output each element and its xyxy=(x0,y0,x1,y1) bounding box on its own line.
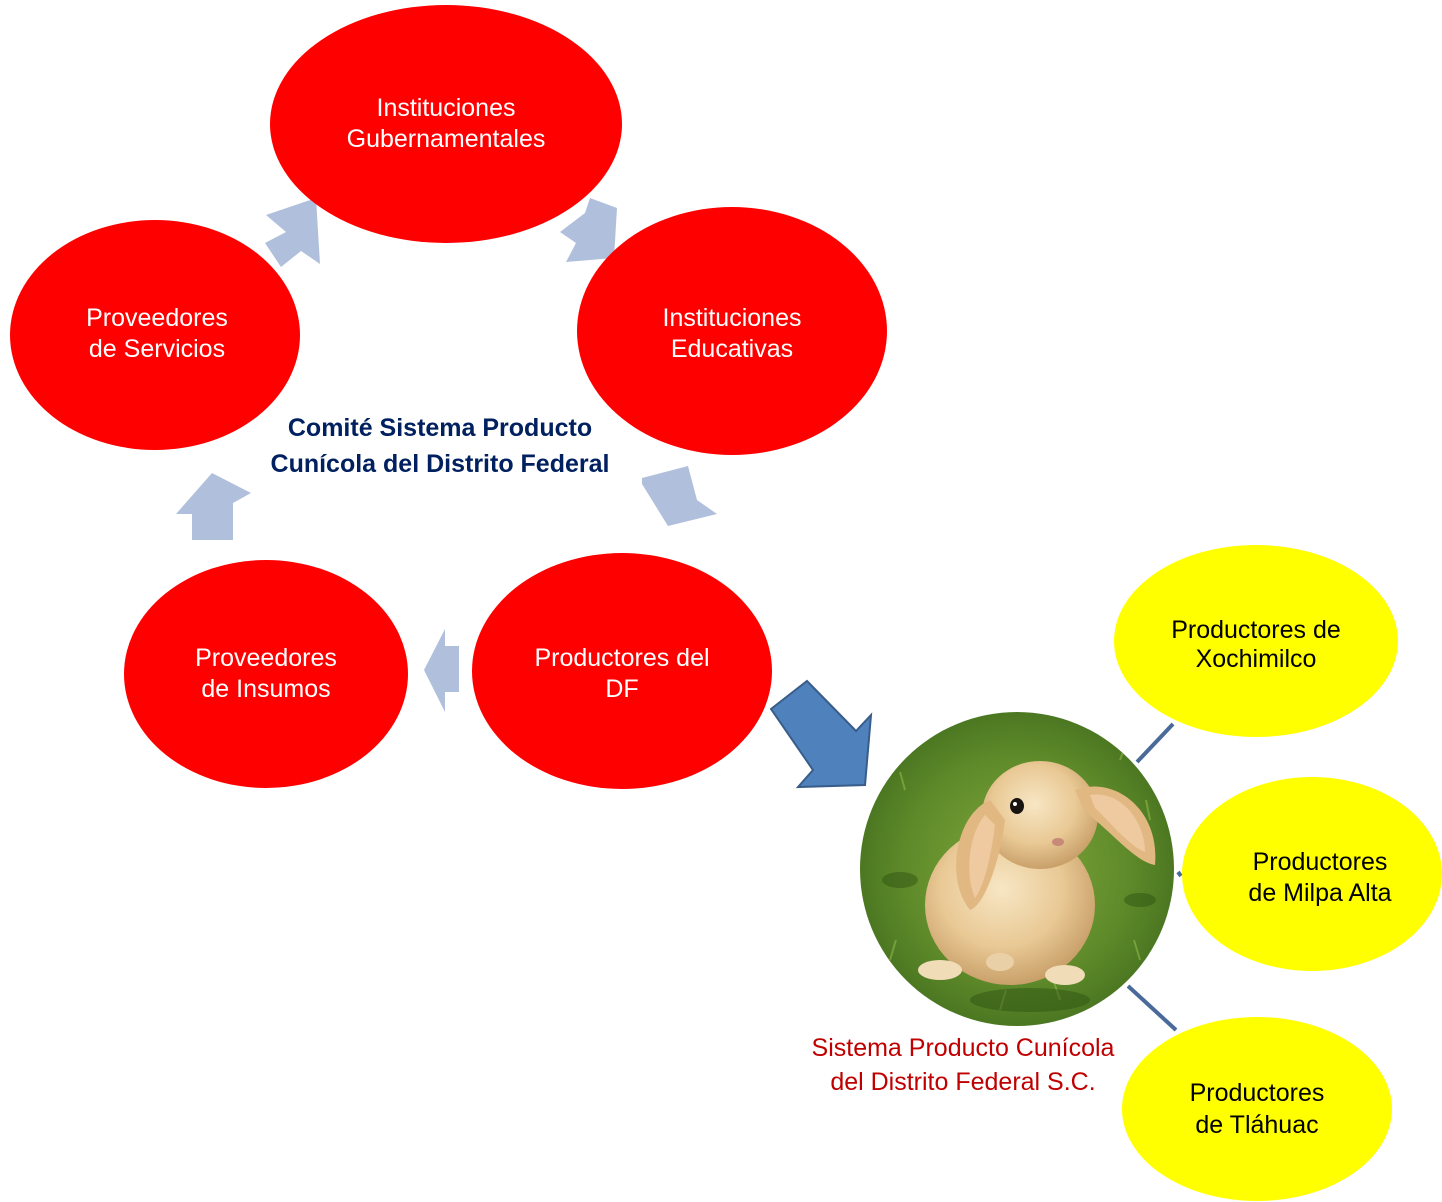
label-insumos-1: Proveedores xyxy=(195,644,337,672)
cycle-arrow-insumos-to-servicios xyxy=(176,473,251,540)
node-instituciones-educativas: Instituciones Educativas xyxy=(577,207,887,455)
label-productores-df-2: DF xyxy=(605,675,638,703)
node-productores-df: Productores del DF xyxy=(472,553,772,789)
label-milpa-alta-1: Productores xyxy=(1253,848,1388,876)
node-productores-xochimilco: Productores de Xochimilco xyxy=(1114,545,1398,737)
node-productores-tlahuac: Productores de Tláhuac xyxy=(1122,1017,1392,1201)
label-servicios-2: de Servicios xyxy=(89,335,225,363)
label-productores-df-1: Productores del xyxy=(534,644,709,672)
label-milpa-alta-2: de Milpa Alta xyxy=(1248,879,1391,907)
label-tlahuac-2: de Tláhuac xyxy=(1195,1111,1318,1139)
label-educativas-2: Educativas xyxy=(671,335,793,363)
label-xochimilco-2: Xochimilco xyxy=(1196,645,1317,673)
caption-line2: del Distrito Federal S.C. xyxy=(830,1068,1095,1096)
node-productores-milpa-alta: Productores de Milpa Alta xyxy=(1182,777,1442,971)
label-xochimilco-1: Productores de xyxy=(1171,616,1341,644)
center-title-line2: Cunícola del Distrito Federal xyxy=(271,450,610,478)
node-proveedores-insumos: Proveedores de Insumos xyxy=(124,560,408,788)
caption-line1: Sistema Producto Cunícola xyxy=(812,1034,1115,1062)
rabbit-photo xyxy=(860,712,1174,1026)
label-gubernamentales-1: Instituciones xyxy=(377,94,516,122)
label-gubernamentales-2: Gubernamentales xyxy=(347,125,546,153)
node-proveedores-servicios: Proveedores de Servicios xyxy=(10,220,300,450)
cycle-arrow-gubernamentales-to-educativas xyxy=(560,198,617,262)
connector-milpa-alta xyxy=(1176,870,1183,878)
connector-xochimilco xyxy=(1135,722,1175,764)
label-servicios-1: Proveedores xyxy=(86,304,228,332)
center-title-line1: Comité Sistema Producto xyxy=(288,414,592,442)
cycle-arrow-educativas-to-productores-df xyxy=(642,466,717,526)
connector-tlahuac xyxy=(1126,984,1178,1032)
big-arrow-to-hub xyxy=(769,679,873,789)
label-tlahuac-1: Productores xyxy=(1190,1079,1325,1107)
cycle-arrow-productores-df-to-insumos xyxy=(424,629,459,712)
label-educativas-1: Instituciones xyxy=(663,304,802,332)
label-insumos-2: de Insumos xyxy=(201,675,330,703)
cycle-arrow-servicios-to-gubernamentales xyxy=(265,198,320,267)
node-instituciones-gubernamentales: Instituciones Gubernamentales xyxy=(270,5,622,243)
